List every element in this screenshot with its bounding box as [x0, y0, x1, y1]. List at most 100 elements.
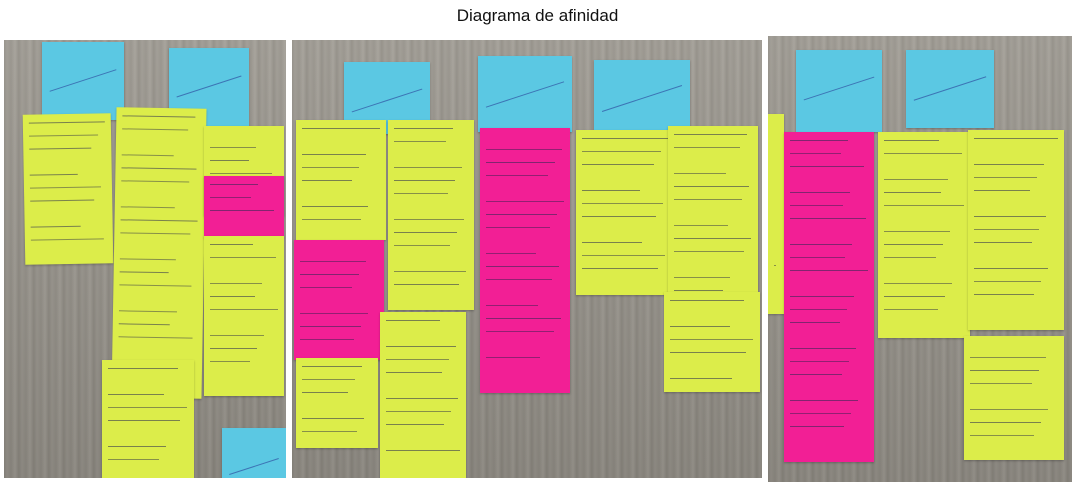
handwriting-stroke	[790, 296, 854, 297]
handwriting-stroke	[974, 242, 1032, 243]
handwriting-stroke	[582, 151, 661, 152]
handwriting-stroke	[302, 154, 366, 155]
handwriting-stroke	[486, 279, 552, 280]
handwriting-stroke	[118, 336, 193, 339]
handwriting-stroke	[790, 413, 851, 414]
handwriting-stroke	[486, 253, 536, 254]
handwriting-stroke	[210, 348, 257, 349]
handwriting-stroke	[210, 173, 272, 174]
handwriting-stroke	[974, 216, 1046, 217]
handwriting-stroke	[119, 271, 169, 274]
handwriting-stroke	[670, 339, 753, 340]
handwriting-stroke	[970, 435, 1034, 436]
handwriting-stroke	[386, 398, 458, 399]
handwriting-stroke	[582, 203, 663, 204]
handwriting-stroke	[30, 225, 81, 228]
handwriting-stroke	[674, 147, 740, 148]
handwriting-stroke	[486, 227, 550, 228]
handwriting-stroke	[913, 76, 987, 101]
handwriting-stroke	[302, 379, 355, 380]
handwriting-stroke	[486, 175, 548, 176]
handwriting-stroke	[974, 190, 1030, 191]
handwriting-stroke	[300, 261, 366, 262]
handwriting-stroke	[302, 392, 348, 393]
handwriting-stroke	[394, 232, 457, 233]
handwriting-stroke	[790, 270, 868, 271]
handwriting-stroke	[670, 300, 744, 301]
handwriting-stroke	[210, 283, 262, 284]
handwriting-stroke	[120, 219, 198, 222]
handwriting-stroke	[28, 121, 105, 124]
handwriting-stroke	[790, 322, 840, 323]
handwriting-stroke	[790, 153, 841, 154]
handwriting-stroke	[674, 199, 742, 200]
handwriting-stroke	[884, 192, 941, 193]
handwriting-stroke	[108, 446, 166, 447]
handwriting-stroke	[351, 88, 423, 113]
handwriting-stroke	[210, 309, 278, 310]
handwriting-stroke	[29, 173, 78, 176]
handwriting-stroke	[974, 138, 1058, 139]
handwriting-stroke	[302, 128, 380, 129]
handwriting-stroke	[119, 258, 176, 261]
handwriting-stroke	[790, 192, 850, 193]
blue-note	[42, 42, 124, 120]
handwriting-stroke	[210, 210, 274, 211]
handwriting-stroke	[974, 164, 1044, 165]
handwriting-stroke	[670, 378, 732, 379]
green-note	[768, 114, 784, 314]
handwriting-stroke	[674, 251, 744, 252]
handwriting-stroke	[970, 357, 1046, 358]
handwriting-stroke	[790, 309, 847, 310]
handwriting-stroke	[486, 357, 540, 358]
handwriting-stroke	[670, 326, 730, 327]
green-note	[668, 126, 758, 316]
green-note	[380, 312, 466, 478]
handwriting-stroke	[884, 179, 948, 180]
handwriting-stroke	[790, 166, 864, 167]
handwriting-stroke	[108, 459, 159, 460]
handwriting-stroke	[582, 242, 642, 243]
handwriting-stroke	[884, 296, 945, 297]
handwriting-stroke	[302, 167, 359, 168]
handwriting-stroke	[229, 457, 279, 476]
handwriting-stroke	[386, 411, 451, 412]
handwriting-stroke	[210, 257, 276, 258]
handwriting-stroke	[120, 206, 175, 209]
handwriting-stroke	[974, 281, 1041, 282]
handwriting-stroke	[210, 335, 264, 336]
blue-note	[594, 60, 690, 134]
green-note	[204, 236, 284, 396]
handwriting-stroke	[486, 162, 555, 163]
blue-note	[796, 50, 882, 132]
handwriting-stroke	[210, 160, 249, 161]
pink-note	[204, 176, 284, 238]
green-note	[111, 107, 207, 399]
handwriting-stroke	[884, 257, 936, 258]
handwriting-stroke	[790, 348, 856, 349]
handwriting-stroke	[790, 400, 858, 401]
handwriting-stroke	[486, 201, 564, 202]
handwriting-stroke	[49, 69, 117, 92]
handwriting-stroke	[118, 323, 170, 326]
handwriting-stroke	[302, 431, 357, 432]
pink-note	[784, 132, 874, 462]
handwriting-stroke	[394, 180, 455, 181]
handwriting-stroke	[210, 184, 258, 185]
handwriting-stroke	[582, 268, 658, 269]
handwriting-stroke	[790, 374, 842, 375]
handwriting-stroke	[120, 232, 191, 235]
blue-note	[478, 56, 572, 132]
handwriting-stroke	[300, 313, 368, 314]
handwriting-stroke	[884, 283, 952, 284]
handwriting-stroke	[582, 255, 665, 256]
handwriting-stroke	[774, 265, 776, 266]
handwriting-stroke	[386, 359, 449, 360]
handwriting-stroke	[790, 140, 848, 141]
green-note	[964, 336, 1064, 460]
handwriting-stroke	[30, 199, 95, 202]
handwriting-stroke	[582, 138, 668, 139]
pink-note	[294, 240, 384, 360]
handwriting-stroke	[974, 294, 1034, 295]
green-note	[22, 113, 114, 265]
